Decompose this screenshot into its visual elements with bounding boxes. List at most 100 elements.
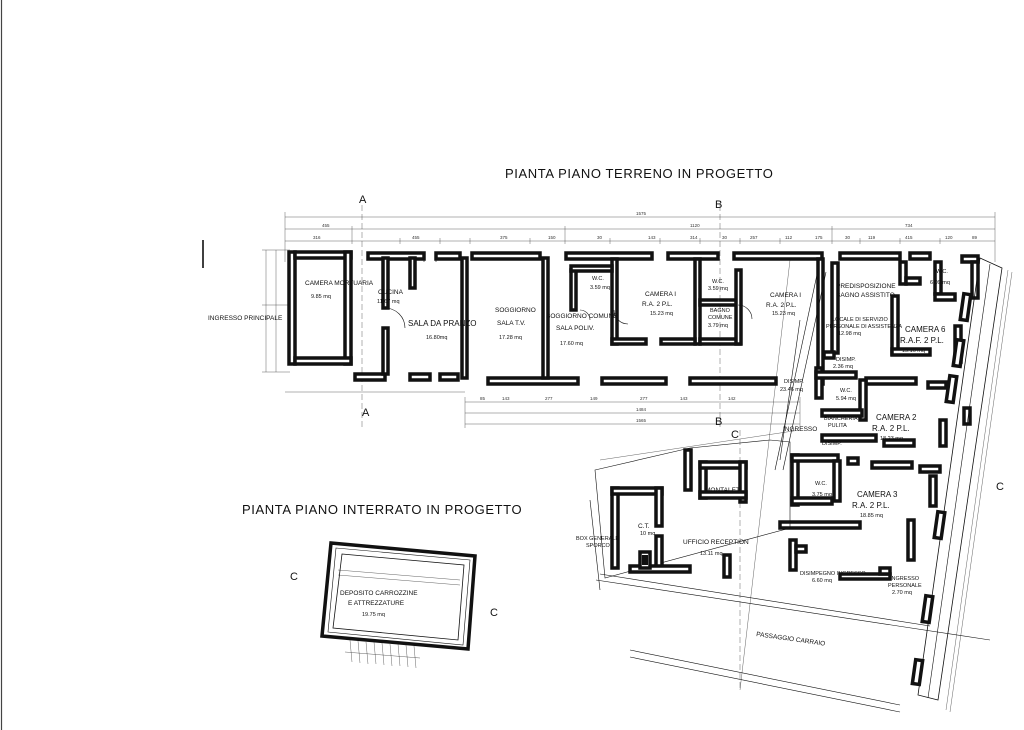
room-camera6-area: 15.16 mq <box>902 348 925 354</box>
room-box-name1: BOX GENERALE <box>576 536 619 542</box>
svg-text:149: 149 <box>590 396 598 401</box>
svg-text:257: 257 <box>750 235 758 240</box>
dim-total-top: 1575 <box>636 211 647 216</box>
svg-text:89: 89 <box>972 235 978 240</box>
room-camera3-name2: R.A. 2 P.L. <box>852 501 890 510</box>
room-ufficio-area: 13.11 mq <box>700 551 723 557</box>
room-locale-area: 12.98 mq <box>838 331 861 337</box>
section-c-left: C <box>731 429 739 441</box>
room-predisposizione-name2: BAGNO ASSISTITO <box>836 292 895 299</box>
room-soggiorno-area: 17.28 mq <box>499 335 522 341</box>
room-camera1a-name1: CAMERA I <box>645 291 676 298</box>
room-ingresso-pers-name1: INGRESSO <box>890 576 920 582</box>
section-a-bottom: A <box>362 407 370 419</box>
section-c-basement-right: C <box>490 607 498 619</box>
room-deposito-area: 19.75 mq <box>362 612 385 618</box>
room-locale-name2: PERSONALE DI ASSISTENZA <box>826 324 902 330</box>
svg-text:143: 143 <box>648 235 656 240</box>
room-predisposizione-name1: PREDISPOSIZIONE <box>836 283 896 290</box>
room-disimpegno-name: DISIMPEGNO INGRESSO <box>800 571 866 577</box>
room-cucina-area: 11.67 mq <box>377 299 400 305</box>
room-soggiorno-name2: SALA T.V. <box>497 320 526 327</box>
label-entrance: INGRESSO PRINCIPALE <box>208 315 283 322</box>
section-c-basement-left: C <box>290 571 298 583</box>
dim-455: 455 <box>322 223 330 228</box>
basement-stair <box>344 639 421 669</box>
room-camera2-area: 18.23 mq <box>880 436 903 442</box>
room-disimp2-name: DISIMP. <box>822 441 842 447</box>
room-soggiorno-name1: SOGGIORNO <box>495 307 536 314</box>
room-ct-area: 10 mq <box>640 531 655 537</box>
room-disimpegno-area: 6.60 mq <box>812 578 832 584</box>
room-camera2-name2: R.A. 2 P.L. <box>872 424 910 433</box>
room-deposito-name1: DEPOSITO CARROZZINE <box>340 590 418 597</box>
east-diagonal-walls <box>774 257 1013 713</box>
label-passaggio: PASSAGGIO CARRAIO <box>756 631 826 648</box>
svg-text:85: 85 <box>480 396 486 401</box>
svg-text:277: 277 <box>640 396 648 401</box>
svg-text:112: 112 <box>785 235 793 240</box>
dimension-lines-top <box>284 212 996 262</box>
room-camera1b-name2: R.A. 2 P.L. <box>766 302 797 309</box>
room-biancheria-name2: PULITA <box>828 423 847 429</box>
svg-text:314: 314 <box>690 235 698 240</box>
label-ingresso-side: INGRESSO <box>783 426 817 433</box>
ground-floor-walls <box>287 250 825 386</box>
room-camera3-area: 18.85 mq <box>860 513 883 519</box>
section-b-bottom: B <box>715 416 722 428</box>
room-wc2-area: 5.94 mq <box>836 396 856 402</box>
basement-walls <box>320 541 477 669</box>
dim-1120: 1120 <box>690 223 700 228</box>
dimension-lines-left <box>262 249 290 373</box>
room-wc1-name: W.C. <box>592 276 604 282</box>
section-b-top: B <box>715 199 722 211</box>
room-locale-name1: LOCALE DI SERVIZIO <box>832 317 889 323</box>
dim-row-top: 316 455 375 150 30 143 314 30 257 112 17… <box>313 235 978 240</box>
door-marks <box>384 253 753 329</box>
room-biancheria-name1: BIANCHERIA <box>824 416 858 422</box>
ground-floor-title: PIANTA PIANO TERRENO IN PROGETTO <box>505 166 773 181</box>
svg-text:30: 30 <box>722 235 728 240</box>
room-deposito-name2: E ATTREZZATURE <box>348 600 405 607</box>
room-camera2-name1: CAMERA 2 <box>876 413 917 422</box>
room-ct-name: C.T. <box>638 523 650 530</box>
room-ingresso-pers-name2: PERSONALE <box>888 583 922 589</box>
room-camera1a-name2: R.A. 2 P.L. <box>642 301 673 308</box>
svg-text:455: 455 <box>412 235 420 240</box>
section-a-top: A <box>359 194 367 206</box>
room-camera6-name2: R.A.F. 2 P.L. <box>900 336 944 345</box>
section-lines <box>361 205 791 691</box>
room-soggiorno-comune-name1: SOGGIORNO COMUNE <box>546 313 618 320</box>
room-ufficio-name: UFFICIO RECEPTION <box>683 539 749 546</box>
room-disimp1-area: 2.36 mq <box>833 364 853 370</box>
room-camera1b-area: 15.23 mq <box>772 311 795 317</box>
room-bagno-comune-name1: BAGNO <box>710 308 731 314</box>
reception-wing <box>589 429 991 713</box>
room-camera6-name1: CAMERA 6 <box>905 325 946 334</box>
room-disimp-main-area: 23.46 mq <box>780 387 803 393</box>
room-wc2-name: W.C. <box>840 388 852 394</box>
svg-text:175: 175 <box>815 235 823 240</box>
room-bagno-comune-name2: COMUNE <box>708 315 733 321</box>
svg-text:277: 277 <box>545 396 553 401</box>
svg-text:119: 119 <box>868 235 876 240</box>
room-ingresso-pers-area: 2.70 mq <box>892 590 912 596</box>
room-sala-pranzo-name: SALA DA PRANZO <box>408 319 476 328</box>
room-bagno-comune-area: 3.79 mq <box>708 323 728 329</box>
dim-1565: 1565 <box>636 418 647 423</box>
east-wing-walls <box>778 251 980 581</box>
svg-text:150: 150 <box>548 235 556 240</box>
svg-text:30: 30 <box>597 235 603 240</box>
section-c-right: C <box>996 481 1004 493</box>
room-sala-pranzo-area: 16.80mq <box>426 335 447 341</box>
room-wc-bagno-area: 3.59 mq <box>708 286 728 292</box>
room-wc3-name: W.C. <box>815 481 827 487</box>
room-wc1-area: 3.59 mq <box>590 285 610 291</box>
svg-text:375: 375 <box>500 235 508 240</box>
room-wc3-area: 3.75 mq <box>812 492 832 498</box>
dimension-lines-bottom <box>285 391 801 428</box>
room-camera1a-area: 15.23 mq <box>650 311 673 317</box>
svg-text:143: 143 <box>680 396 688 401</box>
room-wc6-name: W.C. <box>936 269 948 275</box>
